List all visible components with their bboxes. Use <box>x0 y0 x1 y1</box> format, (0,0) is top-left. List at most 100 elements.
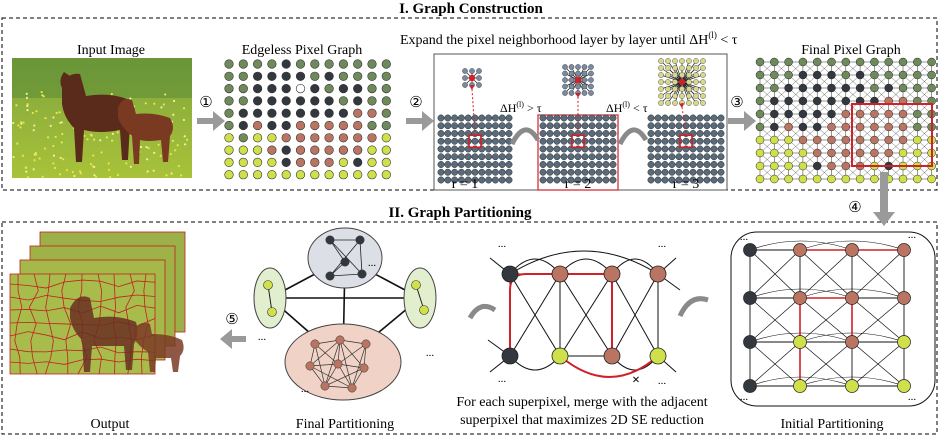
pixel-node <box>310 157 320 167</box>
neighbor-node <box>562 70 568 77</box>
pixel-node <box>841 96 851 106</box>
pixel-node <box>897 291 911 305</box>
pixel-node <box>793 379 807 393</box>
neighbor-node <box>672 72 678 78</box>
neighbor-node <box>700 86 706 92</box>
grid-node <box>464 153 472 161</box>
pixel-node <box>253 157 263 167</box>
flower-dot <box>99 139 102 142</box>
grid-node <box>505 122 513 130</box>
neighbor-node <box>588 70 594 77</box>
flower-dot <box>129 97 132 100</box>
pixel-node <box>812 161 822 171</box>
pixel-node <box>827 161 836 171</box>
pixel-node <box>310 170 320 180</box>
grid-node <box>498 137 506 145</box>
pixel-node <box>784 109 793 119</box>
grid-node <box>588 176 596 184</box>
grid-node <box>661 122 669 130</box>
grid-node <box>553 161 561 168</box>
grid-node <box>696 176 704 184</box>
grid-node <box>661 168 669 176</box>
grid-node <box>553 176 561 184</box>
grid-node <box>675 153 683 161</box>
pixel-node <box>913 83 922 93</box>
pixel-node <box>324 83 334 94</box>
pixel-node <box>898 148 908 158</box>
grid-node <box>464 176 472 184</box>
pixel-node <box>927 57 936 67</box>
grid-node <box>717 153 725 161</box>
grid-node <box>451 130 459 137</box>
edgeless-pixel-graph <box>224 59 391 180</box>
pixel-node <box>253 96 263 106</box>
pixel-node <box>310 108 320 118</box>
grid-node <box>491 137 499 145</box>
pixel-node <box>770 122 779 132</box>
flower-dot <box>176 144 179 147</box>
grid-node <box>451 153 459 161</box>
grid-node <box>471 137 479 145</box>
flower-dot <box>145 145 148 149</box>
pixel-node <box>267 71 277 81</box>
grid-node <box>498 168 506 176</box>
grid-node <box>703 145 711 153</box>
grid-node <box>444 114 452 122</box>
grid-node <box>485 137 493 145</box>
grid-node <box>696 168 704 176</box>
grid-node <box>710 122 718 130</box>
grid-edge <box>851 249 905 299</box>
grid-node <box>703 161 711 168</box>
flower-dot <box>25 96 29 99</box>
grid-node <box>546 168 554 176</box>
superpixel-node <box>551 347 569 365</box>
grid-node <box>546 114 554 122</box>
pixel-node <box>310 71 320 81</box>
flower-dot <box>111 132 114 136</box>
grid-node <box>689 122 697 130</box>
pixel-grid-r1 <box>437 114 513 184</box>
input-image-label: Input Image <box>77 43 145 58</box>
grid-node <box>437 176 445 184</box>
grid-node <box>498 153 506 161</box>
grid-node <box>696 153 704 161</box>
pixel-node <box>338 108 349 118</box>
pixel-node <box>743 379 757 393</box>
pixel-node <box>812 83 822 93</box>
grid-node <box>710 176 718 184</box>
pixel-node <box>381 96 391 106</box>
step-arrow-2 <box>406 111 434 131</box>
grid-node <box>696 137 704 145</box>
pixel-node <box>295 120 306 131</box>
neighbor-node <box>686 58 692 64</box>
flower-dot <box>93 138 96 141</box>
grid-node <box>703 153 711 161</box>
neighbor-node <box>665 58 671 64</box>
neighbor-edge <box>667 60 683 83</box>
neighbor-node <box>476 68 482 74</box>
grid-node <box>485 145 493 153</box>
flower-dot <box>60 121 63 124</box>
grid-node <box>647 137 655 145</box>
pixel-node <box>845 335 859 349</box>
pixel-node <box>295 59 306 69</box>
step-1: ① <box>199 95 212 111</box>
pixel-node <box>913 57 922 67</box>
pixel-node <box>798 83 808 93</box>
boundary-line <box>9 279 156 289</box>
grid-node <box>464 161 472 168</box>
pixel-node <box>855 70 865 80</box>
neighbor-node <box>568 70 575 77</box>
flower-dot <box>34 151 37 155</box>
grid-node <box>444 153 452 161</box>
input-image <box>12 58 192 179</box>
grid-node <box>451 176 459 184</box>
pixel-node <box>238 71 248 81</box>
final-partitioning-label: Final Partitioning <box>296 417 394 432</box>
grid-node <box>609 130 617 137</box>
pixel-node <box>238 157 248 167</box>
neighbor-node <box>693 58 699 64</box>
grid-node <box>668 130 676 137</box>
neighbor-edge <box>681 67 704 83</box>
grid-node <box>457 161 465 168</box>
